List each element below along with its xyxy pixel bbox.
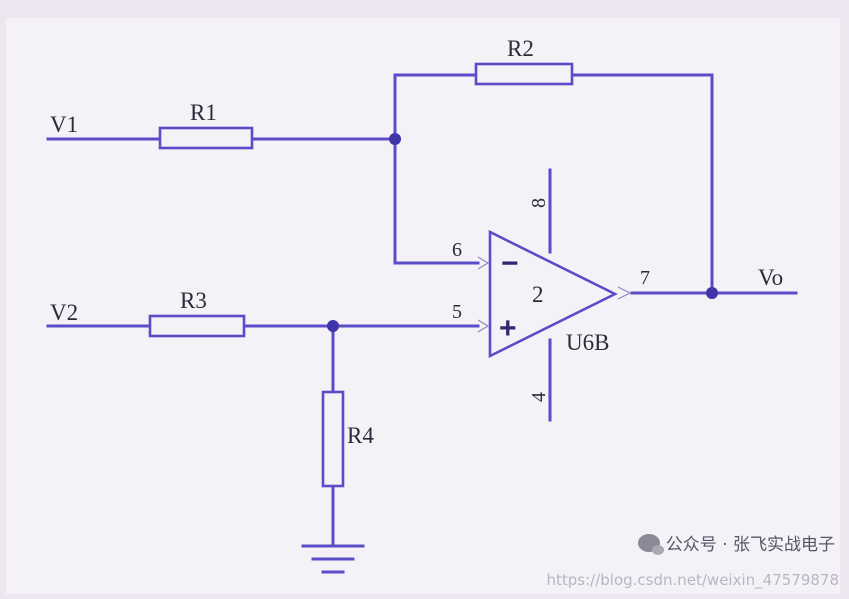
label-r2: R2 bbox=[507, 36, 534, 61]
opamp-plus-sign: + bbox=[499, 312, 517, 345]
label-pin-5: 5 bbox=[452, 301, 462, 323]
label-r3: R3 bbox=[180, 288, 207, 313]
label-pin-7: 7 bbox=[640, 267, 650, 289]
junction-dot-output bbox=[706, 287, 718, 299]
junction-dot-divider bbox=[327, 320, 339, 332]
label-r1: R1 bbox=[190, 100, 217, 125]
watermark-text: 公众号 · 张飞实战电子 bbox=[665, 535, 835, 555]
csdn-url-overlay: https://blog.csdn.net/weixin_47579878 bbox=[546, 571, 839, 589]
label-r4: R4 bbox=[347, 423, 374, 448]
opamp-triangle bbox=[488, 229, 618, 359]
label-v1: V1 bbox=[50, 112, 78, 137]
opamp-minus-sign: − bbox=[501, 247, 519, 280]
pin-arrow-inverting bbox=[477, 256, 490, 270]
resistor-r2 bbox=[474, 62, 574, 86]
label-pin-6: 6 bbox=[452, 239, 462, 261]
pin-arrow-output bbox=[617, 286, 632, 300]
schematic-paper bbox=[6, 18, 840, 594]
label-opamp-unit: 2 bbox=[532, 282, 544, 307]
label-u6b: U6B bbox=[566, 330, 609, 355]
pin-arrow-noninverting bbox=[477, 319, 490, 333]
label-vo: Vo bbox=[758, 265, 783, 290]
wechat-icon bbox=[637, 533, 664, 555]
resistor-r3 bbox=[148, 314, 246, 338]
label-pin-8: 8 bbox=[528, 198, 550, 208]
junction-dot-feedback bbox=[389, 133, 401, 145]
label-v2: V2 bbox=[50, 300, 78, 325]
resistor-r4 bbox=[321, 390, 345, 488]
label-pin-4: 4 bbox=[528, 392, 550, 402]
resistor-r1 bbox=[158, 126, 254, 150]
wechat-watermark: 公众号 · 张飞实战电子 bbox=[637, 530, 835, 555]
